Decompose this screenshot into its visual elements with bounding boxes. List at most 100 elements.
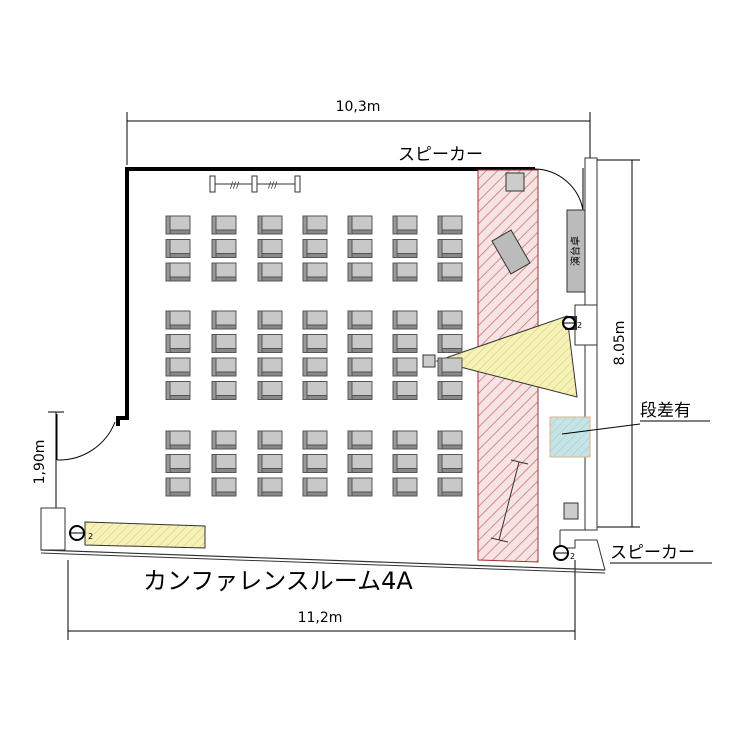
chair: [211, 334, 237, 353]
speaker-right-lower-icon: [563, 502, 579, 520]
dimension-right-label: 8.05m: [612, 321, 628, 366]
chair: [347, 262, 373, 282]
chair: [165, 262, 191, 282]
chair: [347, 381, 373, 400]
chair: [211, 239, 237, 258]
chair: [165, 357, 191, 377]
seating-area: [165, 215, 463, 497]
chair: [392, 477, 418, 497]
mark-label: 2: [88, 532, 93, 541]
chair: [302, 381, 328, 400]
chair: [392, 357, 418, 377]
chair: [211, 454, 237, 473]
chair: [347, 239, 373, 258]
chair: [347, 477, 373, 497]
svg-text:///: ///: [230, 181, 240, 191]
chair: [211, 310, 237, 330]
chair: [165, 334, 191, 353]
lectern-box: [566, 209, 586, 293]
chair: [302, 334, 328, 353]
chair: [257, 357, 283, 377]
room-walls: [40, 157, 606, 574]
mark-label: 2: [570, 552, 575, 561]
chair: [437, 215, 463, 235]
chair: [392, 239, 418, 258]
chair: [211, 477, 237, 497]
level-difference-area: [549, 416, 591, 458]
chair: [165, 381, 191, 400]
chair: [211, 381, 237, 400]
chair: [302, 357, 328, 377]
chair: [257, 334, 283, 353]
chair: [347, 357, 373, 377]
chair: [165, 310, 191, 330]
level-difference-leader: [561, 423, 641, 435]
chair: [392, 430, 418, 450]
chair: [211, 357, 237, 377]
chair: [165, 239, 191, 258]
dimension-top-label: 10,3m: [336, 99, 381, 115]
chair: [347, 310, 373, 330]
speaker-bottom-label: スピーカー: [610, 543, 695, 563]
projector-icon: [422, 354, 436, 368]
chair: [302, 262, 328, 282]
chair: [165, 430, 191, 450]
projection-screen: [490, 459, 529, 543]
chair: [211, 262, 237, 282]
room-title: カンファレンスルーム4A: [143, 567, 413, 595]
chair: [437, 310, 463, 330]
chair: [257, 310, 283, 330]
chair: [302, 430, 328, 450]
chair: [257, 262, 283, 282]
dimension-left: [48, 411, 64, 508]
dimension-top: [126, 112, 591, 165]
lectern-table: [491, 229, 531, 275]
chair: [257, 454, 283, 473]
lectern-label: 演台卓: [569, 236, 582, 266]
chair: [347, 215, 373, 235]
dimension-bottom: [67, 560, 576, 640]
projection-cone: [435, 315, 578, 398]
chair: [437, 430, 463, 450]
chair: [165, 215, 191, 235]
chair: [392, 215, 418, 235]
dimension-bottom-label: 11,2m: [298, 610, 343, 626]
svg-text:///: ///: [268, 181, 278, 191]
lower-projection-strip: [84, 521, 206, 549]
chair: [392, 262, 418, 282]
dimension-right: [596, 159, 640, 528]
chair: [257, 381, 283, 400]
chair: [302, 310, 328, 330]
mark-label: 2: [577, 321, 582, 330]
chair: [347, 430, 373, 450]
chair: [211, 430, 237, 450]
chair: [211, 215, 237, 235]
chair: [437, 239, 463, 258]
chair: [302, 239, 328, 258]
chair: [392, 334, 418, 353]
chair: [392, 310, 418, 330]
level-difference-label: 段差有: [640, 401, 691, 421]
chair: [392, 381, 418, 400]
speaker-right-upper-circle: [562, 316, 576, 330]
chair: [302, 454, 328, 473]
chair: [347, 334, 373, 353]
chair: [257, 239, 283, 258]
chair: [437, 381, 463, 400]
chair: [392, 454, 418, 473]
chair: [257, 430, 283, 450]
chair: [257, 477, 283, 497]
chair: [437, 477, 463, 497]
chair: [257, 215, 283, 235]
chair: [437, 262, 463, 282]
speaker-bottom-left-icon: [69, 525, 85, 541]
equipment-rack: /// ///: [209, 175, 301, 193]
chair: [302, 215, 328, 235]
speaker-bottom-right-icon: [553, 545, 569, 561]
speaker-top-icon: [505, 172, 525, 192]
chair: [437, 454, 463, 473]
speaker-top-label: スピーカー: [398, 145, 483, 165]
dimension-left-label: 1,90m: [32, 440, 48, 485]
chair: [165, 454, 191, 473]
